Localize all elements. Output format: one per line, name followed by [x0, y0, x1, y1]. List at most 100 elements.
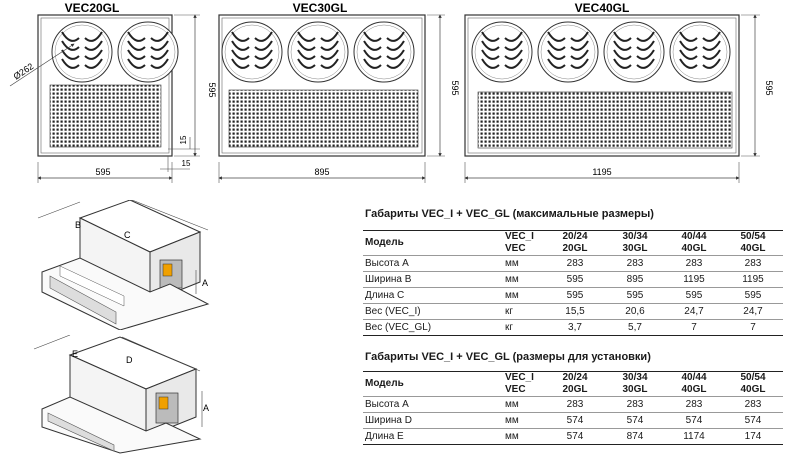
- row-value: 574: [665, 412, 723, 429]
- isometric-view-bottom: E D A: [33, 335, 209, 454]
- fan-icon: [353, 21, 415, 83]
- row-label: Высота A: [363, 255, 503, 272]
- view-vec20gl: VEC20GL Ø262 595 595 15 15: [9, 1, 217, 183]
- fan-group: [221, 21, 415, 83]
- header-model: Модель: [363, 371, 503, 397]
- row-unit: кг: [503, 303, 545, 320]
- front-views-drawing: VEC20GL Ø262 595 595 15 15 VEC30GL: [9, 1, 774, 183]
- row-value: 283: [723, 396, 783, 413]
- fan-diameter-label: Ø262: [12, 61, 36, 82]
- row-value: 283: [723, 255, 783, 272]
- row-value: 574: [545, 428, 605, 445]
- row-value: 24,7: [665, 303, 723, 320]
- row-unit: мм: [503, 412, 545, 429]
- row-value: 1195: [723, 271, 783, 288]
- dimension-label-c: C: [124, 230, 131, 240]
- row-label: Ширина B: [363, 271, 503, 288]
- row-value: 283: [605, 255, 665, 272]
- row-value: 874: [605, 428, 665, 445]
- row-unit: мм: [503, 271, 545, 288]
- row-value: 595: [545, 271, 605, 288]
- fan-icon: [603, 21, 665, 83]
- margin-dimension-vertical: 15: [179, 135, 188, 144]
- model-title: VEC40GL: [575, 1, 630, 15]
- isometric-view-top: B C A: [37, 200, 210, 330]
- header-model: Модель: [363, 230, 503, 256]
- row-value: 3,7: [545, 319, 605, 336]
- row-value: 574: [605, 412, 665, 429]
- row-value: 574: [545, 412, 605, 429]
- fan-icon: [221, 21, 283, 83]
- row-value: 15,5: [545, 303, 605, 320]
- row-value: 595: [665, 287, 723, 304]
- fan-icon: [51, 21, 113, 83]
- row-value: 1195: [665, 271, 723, 288]
- row-value: 7: [665, 319, 723, 336]
- row-unit: мм: [503, 396, 545, 413]
- fan-icon: [287, 21, 349, 83]
- dimension-label-a: A: [203, 403, 209, 413]
- row-value: 283: [665, 396, 723, 413]
- row-label: Длина C: [363, 287, 503, 304]
- row-unit: мм: [503, 428, 545, 445]
- row-label: Вес (VEC_I): [363, 303, 503, 320]
- width-dimension: 1195: [592, 167, 611, 177]
- view-vec30gl: VEC30GL 895 595: [218, 1, 460, 183]
- row-unit: мм: [503, 255, 545, 272]
- row-value: 574: [723, 412, 783, 429]
- row-value: 24,7: [723, 303, 783, 320]
- row-value: 283: [665, 255, 723, 272]
- row-value: 20,6: [605, 303, 665, 320]
- view-vec40gl: VEC40GL 1195 595: [464, 1, 774, 183]
- fan-icon: [471, 21, 533, 83]
- model-title: VEC20GL: [65, 1, 120, 15]
- fan-icon: [537, 21, 599, 83]
- row-unit: мм: [503, 287, 545, 304]
- height-dimension: 595: [764, 80, 774, 95]
- table-install-dimensions-title: Габариты VEC_I + VEC_GL (размеры для уст…: [365, 351, 651, 363]
- width-dimension: 895: [314, 167, 329, 177]
- row-value: 1174: [665, 428, 723, 445]
- row-label: Вес (VEC_GL): [363, 319, 503, 336]
- row-value: 174: [723, 428, 783, 445]
- fan-group: [51, 21, 179, 83]
- row-value: 7: [723, 319, 783, 336]
- height-dimension: 595: [207, 82, 217, 97]
- row-value: 5,7: [605, 319, 665, 336]
- model-title: VEC30GL: [293, 1, 348, 15]
- row-value: 283: [545, 396, 605, 413]
- dimension-label-a: A: [202, 278, 208, 288]
- margin-dimension-horizontal: 15: [182, 159, 191, 168]
- dimension-label-d: D: [126, 355, 133, 365]
- row-label: Длина E: [363, 428, 503, 445]
- row-value: 895: [605, 271, 665, 288]
- row-value: 595: [545, 287, 605, 304]
- table-max-dimensions-title: Габариты VEC_I + VEC_GL (максимальные ра…: [365, 208, 654, 220]
- row-value: 595: [605, 287, 665, 304]
- fan-group: [471, 21, 731, 83]
- width-dimension: 595: [95, 167, 110, 177]
- dimension-label-e: E: [72, 349, 78, 359]
- row-value: 283: [545, 255, 605, 272]
